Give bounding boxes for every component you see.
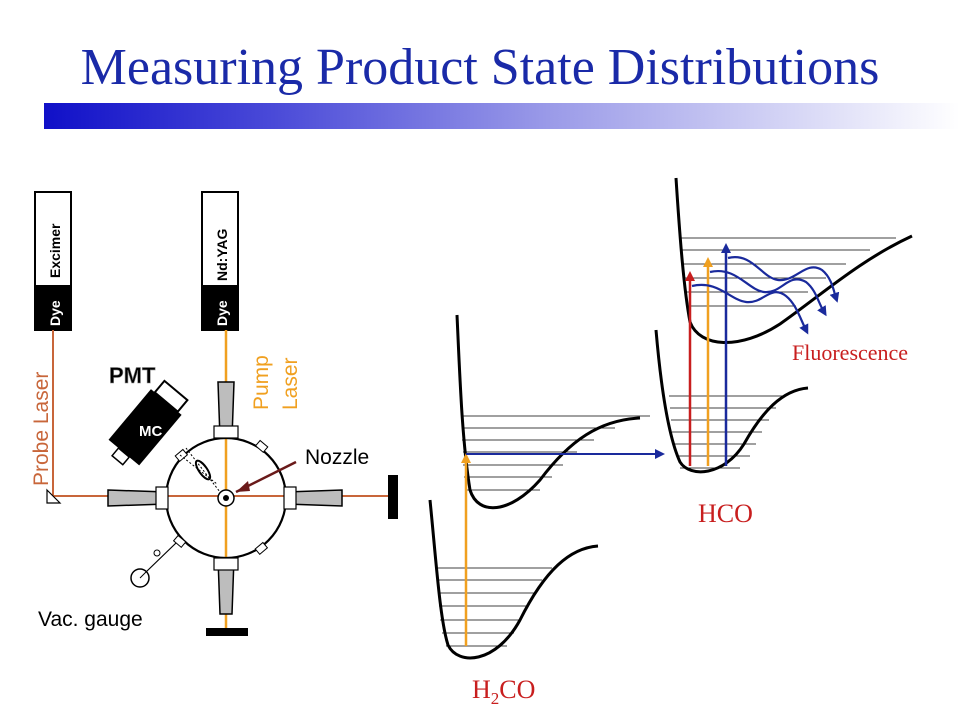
vacuum-chamber [107,381,343,615]
hco-ground-potential [654,329,809,474]
h2co-excited-potential [455,314,650,510]
pmt-label: PMT [109,363,156,388]
nozzle-label: Nozzle [305,446,369,469]
probe-excimer-label: Excimer [47,223,63,278]
mc-label: MC [139,423,162,440]
probe-dye-label: Dye [47,300,63,326]
vacuum-gauge-label: Vac. gauge [38,608,143,631]
fluorescence-arrows [691,256,840,335]
probe-laser-label: Probe Laser [30,372,53,486]
vacuum-gauge [130,542,177,588]
title-gradient-bar [44,103,960,129]
h2co-label-co: CO [499,675,535,704]
pump-laser-label-line1: Pump [250,355,273,410]
h2co-label: H2CO [472,675,535,708]
page-title: Measuring Product State Distributions [80,39,880,96]
h2co-label-h: H [472,675,491,704]
fluorescence-label: Fluorescence [792,340,908,365]
pmt-monochromator: MC [108,379,189,466]
pump-dye-label: Dye [214,300,230,326]
probe-laser-source: Dye Excimer [34,191,72,331]
pump-ndyag-label: Nd:YAG [214,229,230,281]
h2co-ground-potential [428,499,599,660]
pump-laser-label-line2: Laser [279,357,302,410]
h2co-label-subscript: 2 [491,689,500,708]
hco-excited-potential [674,177,913,344]
pump-laser-source: Dye Nd:YAG [201,191,239,331]
pump-beam-dump [206,628,248,636]
hco-label: HCO [698,499,753,528]
